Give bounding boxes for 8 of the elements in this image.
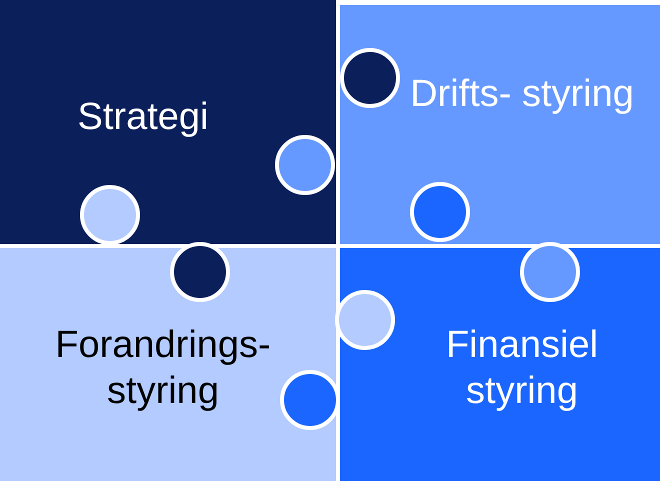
piece-label: Finansiel styring — [444, 323, 600, 414]
puzzle-piece — [0, 248, 336, 481]
piece-label: Strategi — [76, 95, 210, 140]
puzzle-piece — [0, 0, 336, 244]
piece-label: Forandrings- styring — [54, 323, 272, 414]
piece-label: Drifts- styring — [409, 72, 635, 117]
puzzle-piece — [340, 5, 660, 244]
puzzle-piece — [340, 248, 660, 481]
